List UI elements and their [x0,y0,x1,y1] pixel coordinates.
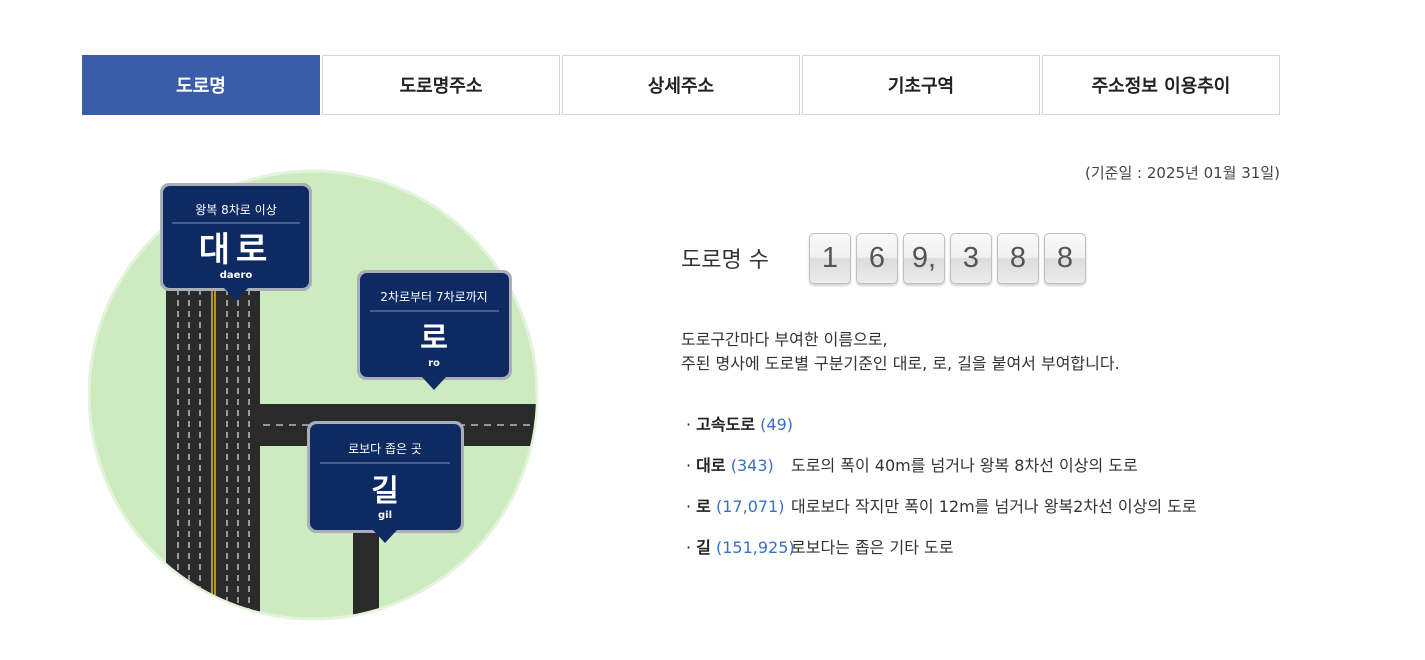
road-type-count: (151,925) [716,537,795,557]
sign-ro-roman: ro [428,358,440,369]
list-item: · 길 (151,925) 로보다는 좁은 기타 도로 [686,533,1197,558]
count-label: 도로명 수 [681,248,769,273]
road-type-count: (49) [760,414,793,434]
sign-daero-title: 대로 [199,230,274,270]
description-line-1: 도로구간마다 부여한 이름으로, [681,330,888,349]
road-name-description: 도로구간마다 부여한 이름으로, 주된 명사에 도로별 구분기준인 대로, 로,… [681,328,1120,376]
count-digit: 3 [950,232,992,284]
road-type-count: (17,071) [716,496,785,516]
list-item: · 대로 (343) 도로의 폭이 40m를 넘거나 왕복 8차선 이상의 도로 [686,451,1197,476]
sign-gil-roman: gil [378,510,392,521]
count-digit: 9, [903,232,945,284]
sign-gil: 로보다 좁은 곳 길 gil [307,421,464,543]
background-circle [88,169,538,621]
list-item: · 로 (17,071) 대로보다 작지만 폭이 12m를 넘거나 왕복2차선 … [686,492,1197,517]
description-line-2: 주된 명사에 도로별 구분기준인 대로, 로, 길을 붙여서 부여합니다. [681,354,1120,373]
sign-daero-roman: daero [220,270,253,281]
road-name-count: 도로명 수 1 6 9, 3 8 8 [681,232,1091,284]
road-type-name: 길 [696,537,711,557]
road-type-count: (343) [730,455,774,475]
sign-ro-title: 로 [420,321,448,356]
tab-basic-zone[interactable]: 기초구역 [802,55,1040,115]
sign-daero: 왕복 8차로 이상 대로 daero [160,183,312,301]
list-item: · 고속도로 (49) [686,414,793,434]
road-type-name: 대로 [696,455,726,475]
count-digit: 8 [997,232,1039,284]
sign-ro-caption: 2차로부터 7차로까지 [380,290,487,304]
road-type-illustration: 왕복 8차로 이상 대로 daero 2차로부터 7차로까지 로 ro 로보다 … [88,169,538,621]
road-type-desc: 도로의 폭이 40m를 넘거나 왕복 8차선 이상의 도로 [791,455,1138,475]
tab-road-name-address[interactable]: 도로명주소 [322,55,560,115]
base-date: (기준일 : 2025년 01월 31일) [1085,164,1280,182]
sign-daero-caption: 왕복 8차로 이상 [195,203,277,217]
count-digit: 6 [856,232,898,284]
road-type-name: 로 [696,496,711,516]
road-type-name: 고속도로 [696,414,756,434]
tab-bar: 도로명 도로명주소 상세주소 기초구역 주소정보 이용추이 [82,55,1280,115]
road-type-list: · 고속도로 (49) · 대로 (343) 도로의 폭이 40m를 넘거나 왕… [686,410,1197,574]
sign-gil-title: 길 [371,474,399,509]
sign-gil-caption: 로보다 좁은 곳 [348,442,422,456]
road-type-desc: 대로보다 작지만 폭이 12m를 넘거나 왕복2차선 이상의 도로 [791,496,1197,516]
tab-address-usage-trend[interactable]: 주소정보 이용추이 [1042,55,1280,115]
count-digit: 8 [1044,232,1086,284]
road-network [166,268,536,618]
sign-ro: 2차로부터 7차로까지 로 ro [357,270,512,390]
road-type-desc: 로보다는 좁은 기타 도로 [791,537,954,557]
tab-road-name[interactable]: 도로명 [82,55,320,115]
tab-detail-address[interactable]: 상세주소 [562,55,800,115]
count-digit: 1 [809,232,851,284]
